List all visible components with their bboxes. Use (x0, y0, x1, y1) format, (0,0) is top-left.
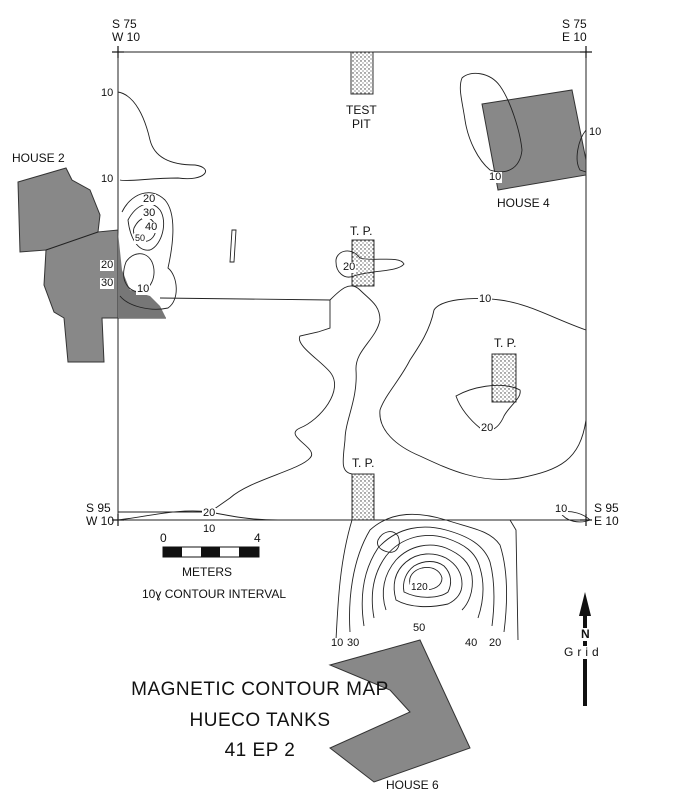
contour-lines (117, 72, 591, 641)
house-2-label: HOUSE 2 (12, 151, 65, 165)
tp-2-label: T. P. (494, 336, 517, 350)
tp-3-label: T. P. (352, 456, 375, 470)
corner-ne-line1: S 75 (562, 17, 587, 31)
corner-nw-label: S 75 W 10 (112, 18, 140, 44)
house-6-label: HOUSE 6 (386, 778, 439, 792)
contour-label: 50 (412, 622, 427, 634)
tp-1-label: T. P. (350, 224, 373, 238)
test-pit (350, 51, 374, 95)
corner-nw-line1: S 75 (112, 17, 137, 31)
scale-end-label: 4 (254, 531, 261, 545)
contour-label: 10 (100, 173, 115, 185)
corner-ne-line2: E 10 (562, 30, 587, 44)
contour-label: 10 (330, 637, 345, 649)
scale-start-label: 0 (160, 531, 167, 545)
corner-markers (112, 46, 592, 526)
north-arrow (579, 592, 591, 706)
scale-bar (162, 546, 260, 558)
corner-se-line1: S 95 (594, 501, 619, 515)
contour-label: 10 (588, 126, 603, 138)
contour-label: 10 (136, 283, 151, 295)
contour-label: 30 (346, 637, 361, 649)
map-title-line1: MAGNETIC CONTOUR MAP (131, 679, 389, 700)
corner-se-label: S 95 E 10 (594, 502, 619, 528)
map-title-line2: HUECO TANKS (189, 710, 331, 731)
house-6 (328, 639, 471, 783)
contour-label: 20 (480, 422, 495, 434)
test-pit-label-line1: TEST (346, 103, 377, 117)
contour-label: 20 (342, 261, 357, 273)
corner-ne-label: S 75 E 10 (562, 18, 587, 44)
contour-label: 40 (464, 637, 479, 649)
contour-label: 10 (488, 171, 503, 183)
contour-label: 30 (100, 277, 115, 289)
grid-north-label: Grid (564, 645, 603, 659)
corner-sw-line2: W 10 (86, 514, 115, 528)
corner-sw-line1: S 95 (86, 501, 111, 515)
contour-label: 40 (144, 221, 159, 233)
contour-label: 20 (202, 507, 217, 519)
contour-label: 120 (410, 582, 429, 593)
test-pit-3 (351, 473, 375, 521)
test-pit-label-line2: PIT (352, 117, 371, 131)
house-4-label: HOUSE 4 (497, 196, 550, 210)
north-label: N (581, 627, 590, 641)
contour-label: 20 (100, 259, 115, 271)
contour-label: 20 (488, 637, 503, 649)
contour-label: 10 (554, 503, 569, 515)
contour-label: 10 (202, 523, 217, 535)
corner-nw-line2: W 10 (112, 30, 141, 44)
corner-se-line2: E 10 (594, 514, 619, 528)
map-title-line3: 41 EP 2 (224, 740, 296, 761)
contour-label: 10 (100, 87, 115, 99)
corner-sw-label: S 95 W 10 (86, 502, 114, 528)
contour-label: 50 (134, 233, 147, 244)
contour-label: 20 (142, 193, 157, 205)
contour-interval-label: 10ɣ CONTOUR INTERVAL (142, 587, 287, 601)
contour-label: 10 (478, 293, 493, 305)
scale-unit-label: METERS (182, 565, 233, 579)
test-pit-2 (491, 353, 517, 403)
contour-label: 30 (142, 207, 157, 219)
